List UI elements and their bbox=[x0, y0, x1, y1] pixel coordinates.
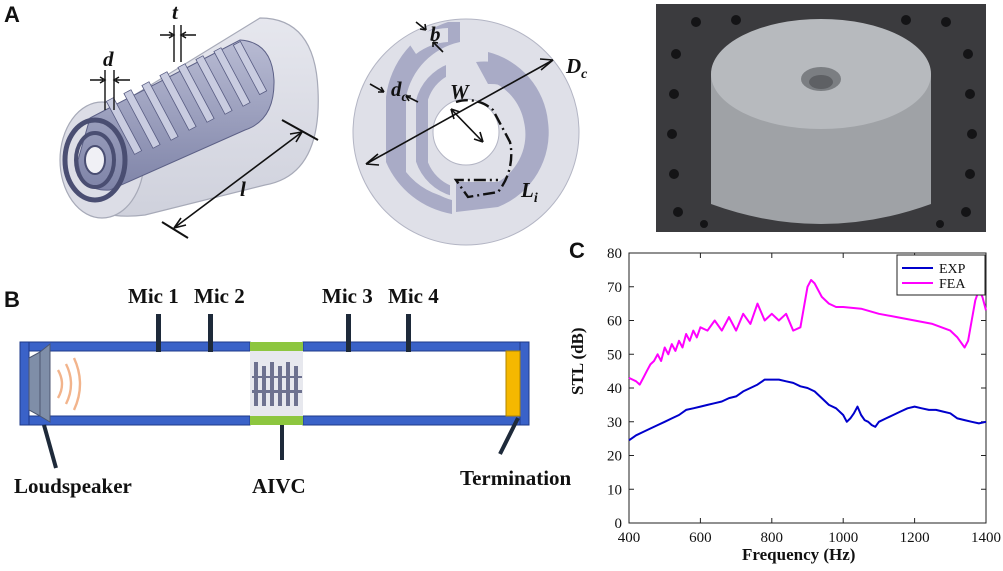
tube-bottom-wall-right bbox=[302, 415, 530, 426]
x-tick-label: 1200 bbox=[900, 530, 930, 546]
x-tick-label: 1000 bbox=[828, 530, 858, 546]
series-line-fea bbox=[628, 279, 987, 386]
y-tick-label: 40 bbox=[607, 381, 622, 397]
termination-block bbox=[505, 350, 521, 417]
y-tick-label: 70 bbox=[607, 280, 622, 296]
cross-section-drawing bbox=[352, 18, 580, 246]
mic-4-rod bbox=[406, 314, 411, 352]
sound-waves bbox=[56, 357, 82, 411]
termination-pointer bbox=[498, 417, 520, 455]
stl-chart: 400 600 800 1000 1200 1400 0 10 20 30 40 50 60 70 80 E… bbox=[607, 246, 1001, 546]
aivc-frame-bottom bbox=[250, 416, 303, 425]
mic-4-label: Mic 4 bbox=[388, 284, 439, 308]
label-Dc: Dc bbox=[566, 54, 588, 83]
label-l: l bbox=[240, 177, 246, 201]
series-line-exp bbox=[628, 378, 987, 442]
y-tick-label: 0 bbox=[615, 516, 623, 532]
aivc-sample-texture bbox=[252, 362, 302, 406]
label-d: d bbox=[103, 47, 114, 71]
tube-top-wall-right bbox=[302, 341, 530, 352]
sample-photo bbox=[656, 4, 986, 232]
aivc-label: AIVC bbox=[252, 474, 306, 498]
termination-label: Termination bbox=[460, 466, 572, 490]
aivc-frame-top bbox=[250, 342, 303, 351]
loudspeaker-label: Loudspeaker bbox=[14, 474, 132, 498]
x-tick-label: 600 bbox=[689, 530, 712, 546]
x-tick-label: 800 bbox=[761, 530, 784, 546]
tube-bottom-wall-left bbox=[19, 415, 251, 426]
mic-3-label: Mic 3 bbox=[322, 284, 373, 308]
tube-right-cap bbox=[519, 341, 530, 426]
mic-3-rod bbox=[346, 314, 351, 352]
label-w: W bbox=[450, 80, 469, 104]
mic-1-rod bbox=[156, 314, 161, 352]
panel-letter-a: A bbox=[4, 2, 20, 27]
loudspeaker-shape bbox=[28, 342, 51, 423]
loudspeaker-pointer bbox=[42, 424, 58, 469]
y-axis-label: STL (dB) bbox=[568, 327, 587, 395]
mic-2-rod bbox=[208, 314, 213, 352]
y-tick-label: 30 bbox=[607, 415, 622, 431]
x-tick-label: 400 bbox=[618, 530, 641, 546]
label-Li: Li bbox=[521, 178, 538, 207]
tube-left-cap bbox=[19, 341, 30, 426]
panel-letter-b: B bbox=[4, 287, 20, 312]
cylinder-3d-drawing bbox=[59, 17, 319, 239]
y-tick-label: 60 bbox=[607, 314, 622, 330]
legend-box bbox=[896, 254, 986, 296]
label-dc: dc bbox=[391, 77, 408, 106]
x-axis-label: Frequency (Hz) bbox=[742, 545, 856, 564]
mic-2-label: Mic 2 bbox=[194, 284, 245, 308]
legend-label-exp: EXP bbox=[939, 262, 966, 277]
impedance-tube-schematic bbox=[19, 314, 530, 469]
label-b: b bbox=[430, 22, 441, 46]
legend-label-fea: FEA bbox=[939, 277, 966, 292]
y-tick-label: 50 bbox=[607, 347, 622, 363]
tube-top-wall-left bbox=[19, 341, 251, 352]
y-tick-label: 20 bbox=[607, 449, 622, 465]
y-tick-label: 10 bbox=[607, 482, 622, 498]
x-tick-label: 1400 bbox=[971, 530, 1001, 546]
y-tick-label: 80 bbox=[607, 246, 622, 262]
panel-letter-c: C bbox=[569, 238, 585, 263]
label-t: t bbox=[172, 0, 178, 24]
mic-1-label: Mic 1 bbox=[128, 284, 179, 308]
